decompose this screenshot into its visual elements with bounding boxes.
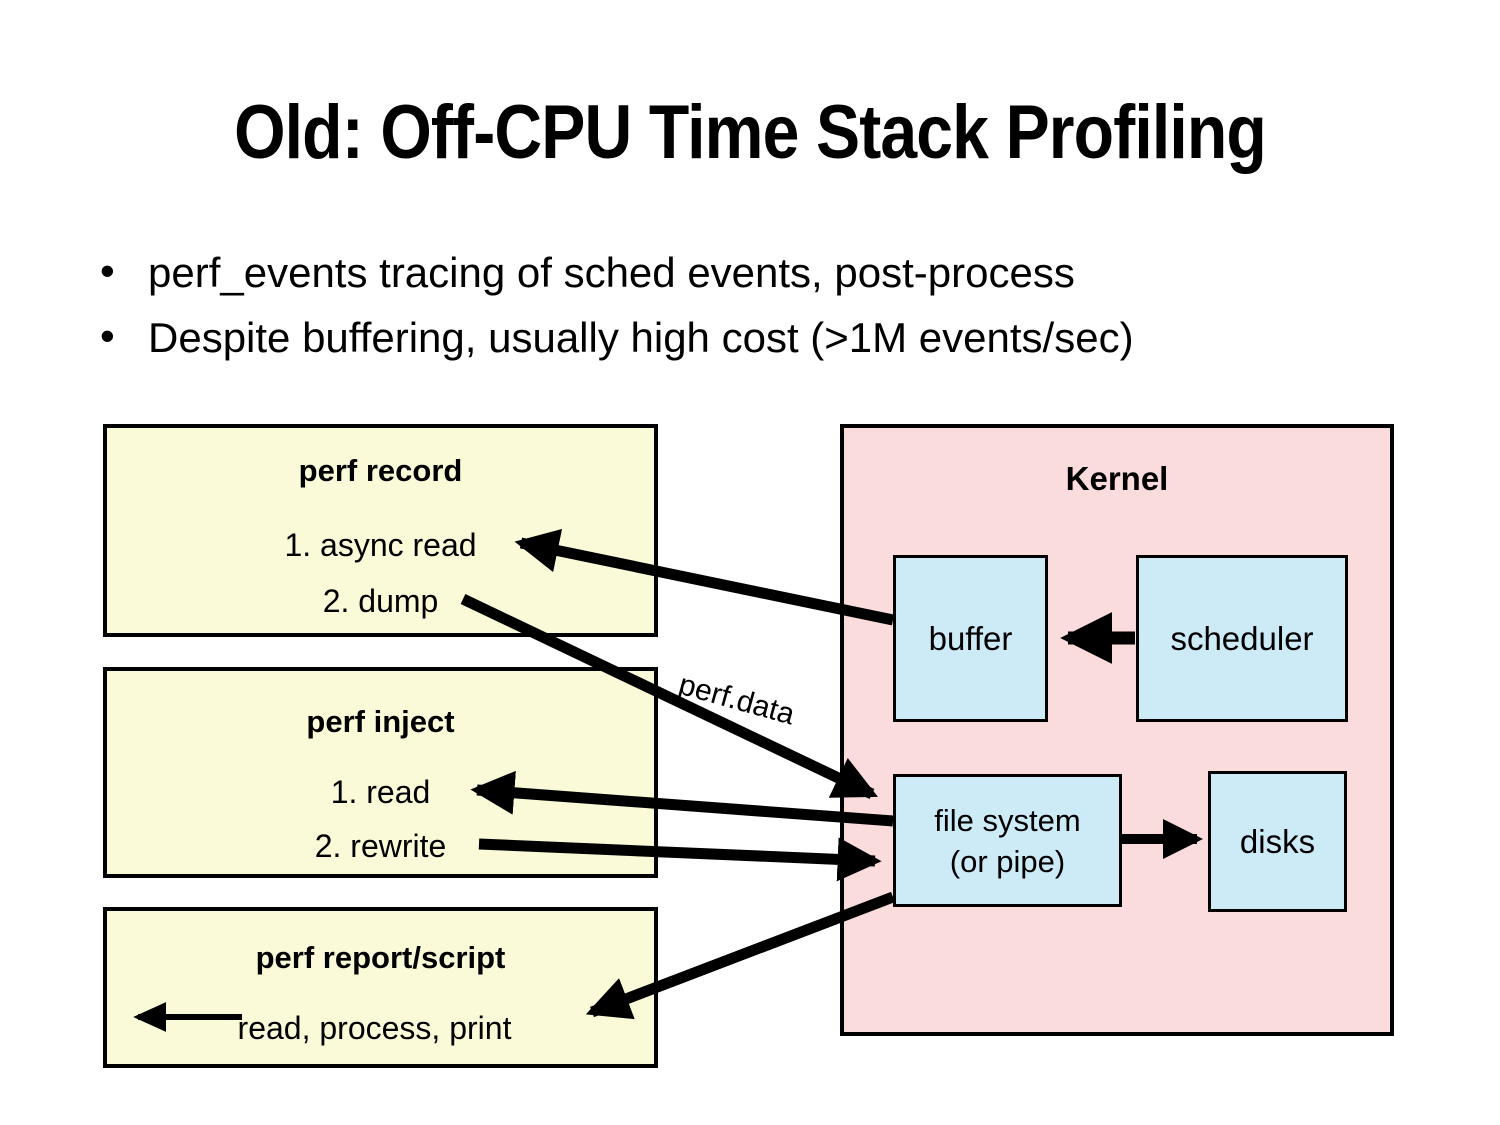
slide-title: Old: Off-CPU Time Stack Profiling bbox=[234, 90, 1267, 175]
buffer-label: buffer bbox=[928, 619, 1013, 657]
bullet-item: perf_events tracing of sched events, pos… bbox=[100, 246, 1075, 298]
perf-record-step-1: 1. async read bbox=[284, 527, 477, 563]
perf-inject-step-2: 2. rewrite bbox=[314, 828, 447, 864]
perf-report-box: perf report/script read, process, print bbox=[103, 907, 658, 1068]
perf-inject-step-1: 1. read bbox=[330, 774, 431, 810]
disks-node: disks bbox=[1208, 771, 1347, 912]
scheduler-label: scheduler bbox=[1170, 619, 1314, 657]
buffer-node: buffer bbox=[893, 555, 1048, 722]
perf-inject-box: perf inject 1. read 2. rewrite bbox=[103, 667, 658, 878]
disks-label: disks bbox=[1239, 822, 1316, 860]
bullet-item: Despite buffering, usually high cost (>1… bbox=[100, 311, 1134, 363]
perf-record-step-2: 2. dump bbox=[322, 583, 439, 619]
perf-report-title: perf report/script bbox=[255, 940, 506, 975]
perf-report-step: read, process, print bbox=[237, 1010, 512, 1046]
scheduler-node: scheduler bbox=[1136, 555, 1348, 722]
perf-record-box: perf record 1. async read 2. dump bbox=[103, 424, 658, 637]
file-system-label-line1: file system bbox=[934, 802, 1081, 838]
file-system-node: file system (or pipe) bbox=[893, 774, 1122, 907]
perf-record-title: perf record bbox=[298, 453, 463, 488]
kernel-title: Kernel bbox=[1065, 460, 1169, 497]
file-system-label-line2: (or pipe) bbox=[949, 843, 1066, 879]
perf-inject-title: perf inject bbox=[306, 704, 455, 739]
perf-data-edge-label: perf.data bbox=[675, 668, 799, 732]
kernel-box: Kernel bbox=[840, 424, 1394, 1036]
